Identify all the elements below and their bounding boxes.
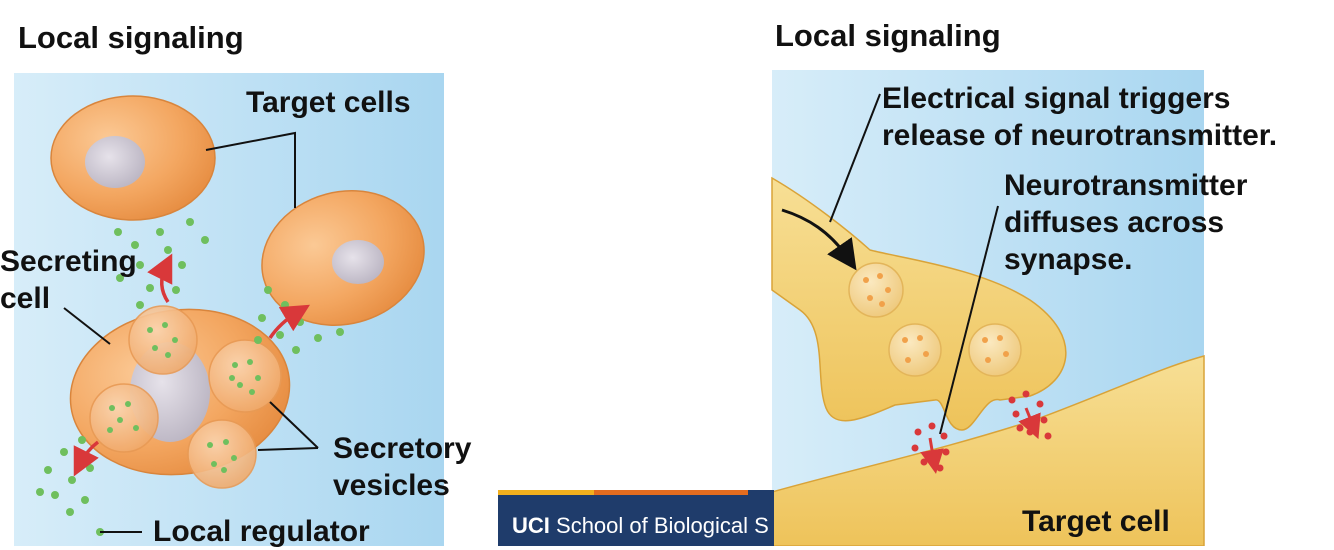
label-neurotransmitter-line2: diffuses across (1004, 206, 1225, 239)
secretion-arrows (73, 253, 311, 477)
label-secreting-cell-line1: Secreting (0, 245, 137, 278)
label-electrical-signal-line2: release of neurotransmitter. (882, 119, 1278, 152)
impulse-arrow (781, 208, 857, 271)
uci-school-name: School of Biological S (556, 513, 769, 538)
uci-brand: UCI (512, 513, 550, 538)
footer-accent-orange (594, 490, 748, 495)
synaptic-vesicles (848, 262, 1022, 377)
label-target-cells: Target cells (246, 86, 411, 119)
right-leader-lines (829, 93, 999, 435)
label-target-cell: Target cell (1022, 505, 1170, 538)
label-local-regulator: Local regulator (153, 515, 370, 548)
label-secretory-vesicles-line2: vesicles (333, 469, 450, 502)
secretory-vesicle (208, 339, 282, 413)
secretory-vesicle (128, 305, 198, 375)
diffusion-arrows (920, 407, 1041, 474)
left-panel-title: Local signaling (18, 20, 244, 55)
uci-footer-bar (498, 490, 774, 546)
uci-footer-text: UCI School of Biological S (512, 513, 769, 539)
label-neurotransmitter-line1: Neurotransmitter (1004, 169, 1248, 202)
target-cell-2-nucleus (332, 240, 384, 284)
secretory-vesicle (187, 419, 257, 489)
left-leader-lines (63, 131, 319, 533)
label-secreting-cell-line2: cell (0, 282, 51, 315)
right-panel-title: Local signaling (775, 18, 1001, 53)
secreting-cell (69, 305, 291, 489)
footer-accent-gold (498, 490, 594, 495)
secretory-vesicle (89, 383, 159, 453)
target-cell-2 (261, 190, 425, 326)
label-electrical-signal-line1: Electrical signal triggers (882, 82, 1231, 115)
target-cell-1 (50, 95, 216, 221)
target-cell-1-nucleus (85, 136, 145, 188)
label-secretory-vesicles-line1: Secretory (333, 432, 472, 465)
label-neurotransmitter-line3: synapse. (1004, 243, 1133, 276)
